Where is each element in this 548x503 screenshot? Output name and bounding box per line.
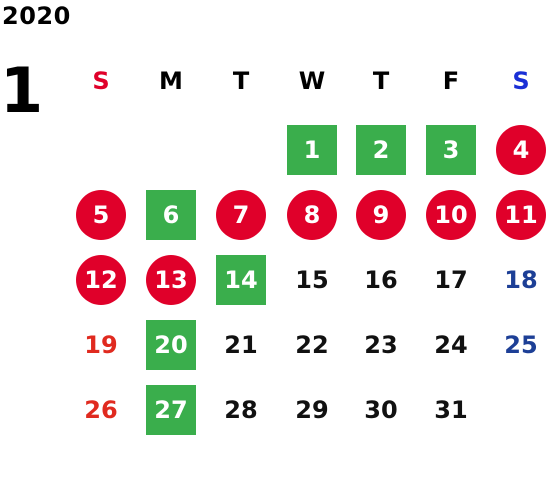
day-number: 8 (303, 201, 321, 229)
day-cell[interactable]: 2 (356, 125, 406, 175)
day-number: 3 (442, 136, 460, 164)
day-number: 28 (224, 396, 258, 424)
day-number: 2 (372, 136, 390, 164)
day-number: 22 (295, 331, 329, 359)
day-number: 23 (364, 331, 398, 359)
day-cell[interactable]: 23 (356, 320, 406, 370)
day-cell[interactable]: 21 (216, 320, 266, 370)
day-number: 30 (364, 396, 398, 424)
day-number: 14 (224, 266, 258, 294)
day-cell[interactable]: 18 (496, 255, 546, 305)
day-number: 31 (434, 396, 468, 424)
day-number: 4 (512, 136, 530, 164)
day-cell[interactable]: 26 (76, 385, 126, 435)
day-cell[interactable]: 9 (356, 190, 406, 240)
day-cell[interactable]: 11 (496, 190, 546, 240)
day-cell[interactable]: 27 (146, 385, 196, 435)
day-number: 25 (504, 331, 538, 359)
day-number: 5 (92, 201, 110, 229)
day-number: 9 (372, 201, 390, 229)
day-cell[interactable]: 4 (496, 125, 546, 175)
weekday-label: M (159, 67, 183, 95)
weekday-label: F (442, 67, 460, 95)
day-cell[interactable]: 8 (287, 190, 337, 240)
day-cell[interactable]: 16 (356, 255, 406, 305)
day-cell[interactable]: 24 (426, 320, 476, 370)
day-cell[interactable]: 3 (426, 125, 476, 175)
day-number: 24 (434, 331, 468, 359)
day-number: 7 (232, 201, 250, 229)
day-number: 27 (154, 396, 188, 424)
day-number: 29 (295, 396, 329, 424)
day-cell[interactable]: 5 (76, 190, 126, 240)
day-cell[interactable]: 20 (146, 320, 196, 370)
day-number: 15 (295, 266, 329, 294)
weekday-label: S (512, 67, 530, 95)
day-cell[interactable]: 30 (356, 385, 406, 435)
day-number: 19 (84, 331, 118, 359)
day-number: 17 (434, 266, 468, 294)
day-number: 26 (84, 396, 118, 424)
day-number: 13 (154, 266, 188, 294)
weekday-label: W (298, 67, 326, 95)
day-cell[interactable]: 13 (146, 255, 196, 305)
day-number: 20 (154, 331, 188, 359)
day-number: 18 (504, 266, 538, 294)
day-number: 6 (162, 201, 180, 229)
weekday-label: T (232, 67, 250, 95)
weekday-label: T (372, 67, 390, 95)
day-cell[interactable]: 15 (287, 255, 337, 305)
day-cell[interactable]: 14 (216, 255, 266, 305)
day-cell[interactable]: 10 (426, 190, 476, 240)
day-cell[interactable]: 31 (426, 385, 476, 435)
month-number: 1 (0, 54, 44, 127)
year-label: 2020 (2, 2, 71, 30)
day-cell[interactable]: 7 (216, 190, 266, 240)
day-number: 16 (364, 266, 398, 294)
day-number: 10 (434, 201, 468, 229)
day-cell[interactable]: 22 (287, 320, 337, 370)
day-number: 12 (84, 266, 118, 294)
day-number: 11 (504, 201, 538, 229)
day-cell[interactable]: 25 (496, 320, 546, 370)
day-cell[interactable]: 29 (287, 385, 337, 435)
day-cell[interactable]: 19 (76, 320, 126, 370)
day-cell[interactable]: 17 (426, 255, 476, 305)
day-cell[interactable]: 6 (146, 190, 196, 240)
day-number: 1 (303, 136, 321, 164)
day-cell[interactable]: 28 (216, 385, 266, 435)
day-number: 21 (224, 331, 258, 359)
weekday-label: S (92, 67, 110, 95)
day-cell[interactable]: 1 (287, 125, 337, 175)
day-cell[interactable]: 12 (76, 255, 126, 305)
